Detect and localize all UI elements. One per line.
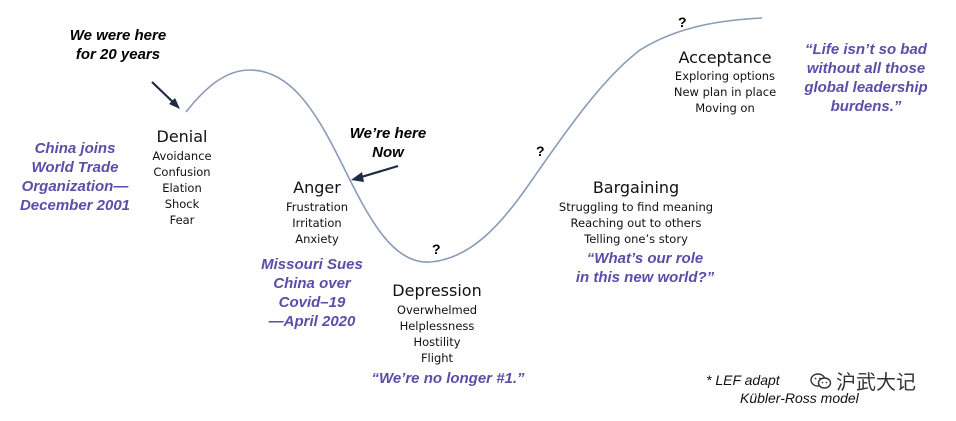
annotation-we-were-here: We were here for 20 years — [58, 26, 178, 64]
annotation-line: China over — [273, 275, 351, 292]
annotation-line: —April 2020 — [268, 313, 356, 330]
annotation-our-role: “What’s our role in this new world?” — [560, 249, 730, 287]
stage-items-anger: Frustration Irritation Anxiety — [267, 199, 367, 247]
stage-item: Shock — [164, 197, 200, 211]
annotation-life-isnt: “Life isn’t so bad without all those glo… — [790, 40, 942, 116]
annotation-line: Missouri Sues — [261, 256, 363, 273]
annotation-line: We’re here — [349, 125, 427, 142]
stage-item: Irritation — [292, 216, 342, 230]
stage-item: Exploring options — [674, 69, 776, 83]
stage-item: Confusion — [153, 165, 211, 179]
stage-item: Struggling to find meaning — [558, 200, 714, 214]
stage-item: Avoidance — [152, 149, 212, 163]
stage-item: Flight — [420, 351, 454, 365]
stage-item: Frustration — [285, 200, 349, 214]
stage-item: Reaching out to others — [570, 216, 702, 230]
annotation-here-now: We’re here Now — [340, 124, 436, 162]
stage-item: Overwhelmed — [396, 303, 478, 317]
annotation-line: December 2001 — [19, 197, 131, 214]
wechat-icon — [810, 372, 832, 389]
stage-items-denial: Avoidance Confusion Elation Shock Fear — [132, 148, 232, 228]
annotation-line: burdens.” — [830, 98, 902, 115]
stage-item: Helplessness — [399, 319, 475, 333]
stage-title-anger: Anger — [293, 178, 341, 197]
stage-item: Elation — [162, 181, 202, 195]
annotation-line: in this new world?” — [575, 269, 715, 286]
annotation-line: Organization— — [21, 178, 129, 195]
stage-item: Moving on — [695, 101, 755, 115]
stage-item: New plan in place — [673, 85, 777, 99]
question-mark-bargaining: ? — [536, 143, 545, 159]
stage-item: Hostility — [413, 335, 461, 349]
stage-items-depression: Overwhelmed Helplessness Hostility Fligh… — [382, 302, 492, 366]
annotation-line: Covid–19 — [278, 294, 346, 311]
stage-item: Telling one’s story — [584, 232, 688, 246]
annotation-line: We were here — [69, 27, 167, 44]
stage-items-acceptance: Exploring options New plan in place Movi… — [665, 68, 785, 116]
watermark: 沪武大记 — [810, 366, 916, 395]
annotation-line: “Life isn’t so bad — [805, 41, 927, 58]
stage-title-bargaining: Bargaining — [592, 178, 680, 197]
arrow-here-now — [351, 164, 399, 182]
annotation-line: for 20 years — [75, 46, 161, 63]
stage-item: Anxiety — [295, 232, 339, 246]
stage-item: Fear — [169, 213, 195, 227]
stage-items-bargaining: Struggling to find meaning Reaching out … — [551, 199, 721, 247]
stage-title-acceptance: Acceptance — [678, 48, 772, 67]
footnote: * LEF adapt Kübler-Ross model — [706, 371, 906, 407]
annotation-line: “What’s our role — [586, 250, 704, 267]
question-mark-acceptance: ? — [678, 14, 687, 30]
annotation-china-wto: China joins World Trade Organization— De… — [10, 139, 140, 215]
watermark-text: 沪武大记 — [836, 370, 916, 394]
annotation-line: China joins — [34, 140, 116, 157]
footnote-line: * LEF adapt — [706, 372, 780, 388]
stage-title-depression: Depression — [392, 281, 482, 300]
arrow-were-here — [151, 81, 180, 109]
grief-curve — [185, 17, 763, 263]
annotation-missouri: Missouri Sues China over Covid–19 —April… — [247, 255, 377, 331]
annotation-line: without all those — [806, 60, 926, 77]
footnote-line: Kübler-Ross model — [740, 390, 859, 406]
stage-title-denial: Denial — [156, 127, 208, 146]
question-mark-depression: ? — [432, 241, 441, 257]
annotation-line: Now — [372, 144, 404, 161]
annotation-no-longer: “We’re no longer #1.” — [371, 370, 525, 387]
annotation-line: World Trade — [31, 159, 119, 176]
annotation-line: global leadership — [804, 79, 928, 96]
